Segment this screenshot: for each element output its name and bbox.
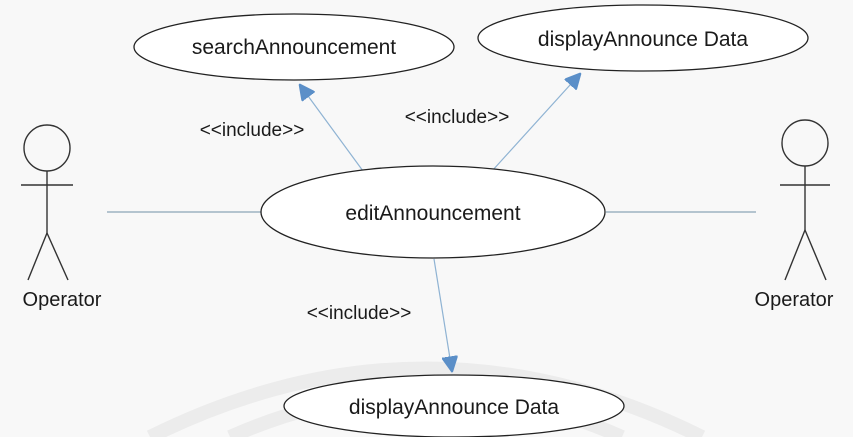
include-label-display-top: <<include>> (405, 107, 510, 128)
actor-stick-figure-icon (21, 124, 73, 281)
actor-stick-figure-icon (780, 119, 830, 281)
actor-left-label: Operator (23, 289, 102, 311)
usecase-display-top-label: displayAnnounce Data (538, 28, 748, 51)
include-arrow-display-bottom (433, 258, 452, 371)
usecase-display-announce-data-top[interactable]: displayAnnounce Data (477, 4, 809, 72)
include-label-search: <<include>> (200, 120, 305, 141)
usecase-search-label: searchAnnouncement (192, 36, 396, 59)
usecase-edit-announcement[interactable]: editAnnouncement (260, 165, 606, 259)
usecase-display-announce-data-bottom[interactable]: displayAnnounce Data (283, 374, 625, 437)
include-label-display-bottom: <<include>> (307, 303, 412, 324)
actor-left-operator[interactable]: Operator (21, 124, 102, 311)
usecase-edit-label: editAnnouncement (345, 202, 520, 225)
include-arrow-search (300, 85, 364, 172)
actor-right-label: Operator (755, 289, 834, 311)
actor-right-operator[interactable]: Operator (755, 119, 834, 311)
usecase-display-bottom-label: displayAnnounce Data (349, 396, 559, 419)
include-arrow-display-top (491, 74, 580, 172)
usecase-search-announcement[interactable]: searchAnnouncement (133, 13, 455, 81)
